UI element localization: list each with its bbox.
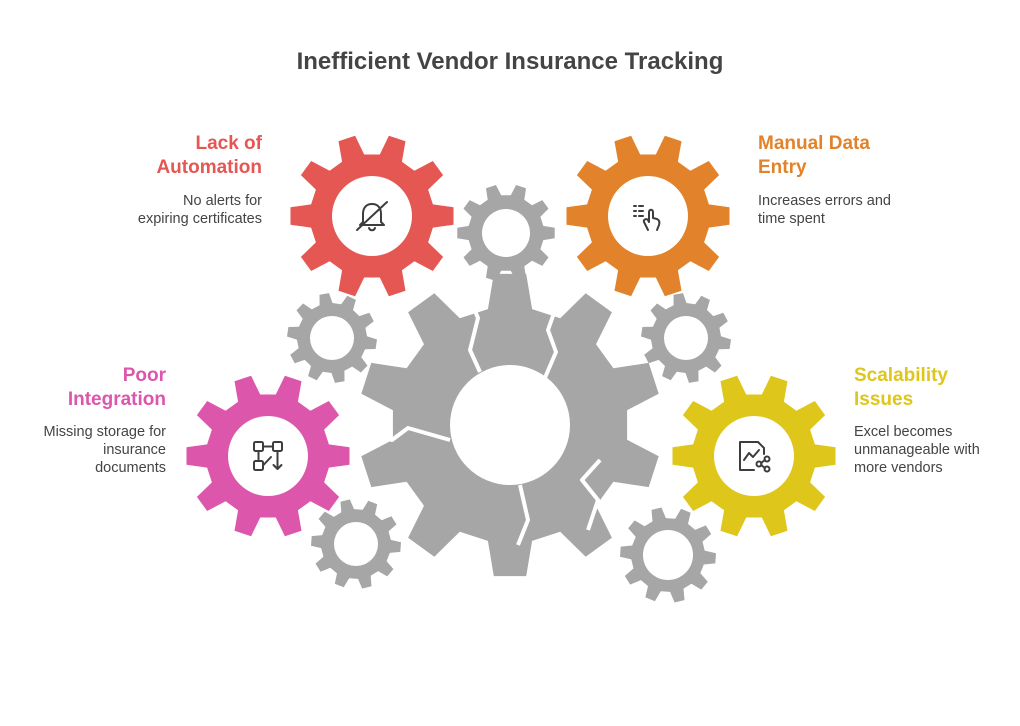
lack-of-automation-heading-line-1: Lack of	[195, 133, 262, 154]
scalability-issues-desc-line-2: unmanageable with	[854, 442, 980, 458]
scalability-issues-desc-line-3: more vendors	[854, 460, 943, 476]
scalability-issues-heading-line-2: Issues	[854, 389, 914, 410]
small-gear-bottom-left-hole	[334, 522, 378, 566]
lack-of-automation-heading: Lack of Automation	[156, 132, 262, 180]
pointer-list-icon	[633, 205, 661, 231]
central-gear-hole	[450, 365, 570, 485]
workflow-icon	[253, 441, 283, 471]
poor-integration-desc-line-2: insurance	[103, 442, 166, 458]
lack-of-automation-desc-line-1: No alerts for	[183, 193, 262, 209]
central-gear	[361, 273, 659, 577]
manual-data-entry-heading: Manual Data Entry	[758, 132, 870, 180]
lack-of-automation-description: No alerts for expiring certificates	[138, 192, 262, 228]
scalability-issues-desc-line-1: Excel becomes	[854, 424, 953, 440]
small-gear-bottom-left	[311, 499, 401, 589]
small-gear-bottom-right-hole	[643, 530, 693, 580]
page-title: Inefficient Vendor Insurance Tracking	[296, 48, 724, 75]
small-gear-top	[457, 185, 555, 281]
poor-integration-desc-line-1: Missing storage for	[43, 424, 167, 440]
manual-data-entry-heading-line-1: Manual Data	[758, 133, 870, 154]
chart-share-icon	[739, 441, 771, 473]
manual-data-entry-heading-line-2: Entry	[758, 157, 807, 178]
bell-off-icon	[356, 201, 388, 232]
small-gear-right-hole	[664, 316, 708, 360]
poor-integration-heading-line-2: Integration	[67, 389, 166, 410]
scalability-issues-heading: Scalability Issues	[854, 364, 948, 412]
small-gear-right	[641, 293, 731, 383]
poor-integration-heading: Poor Integration	[68, 364, 166, 412]
integration-gear	[186, 375, 350, 537]
small-gear-top-hole	[482, 209, 530, 257]
integration-gear-hole	[228, 416, 308, 496]
manual-data-entry-desc-line-2: time spent	[758, 211, 825, 227]
manual-data-entry-desc-line-1: Increases errors and	[758, 193, 891, 209]
manual-data-entry-description: Increases errors and time spent	[758, 192, 891, 228]
poor-integration-desc-line-3: documents	[95, 460, 166, 476]
scalability-issues-description: Excel becomes unmanageable with more ven…	[854, 423, 980, 477]
small-gear-bottom-right	[620, 507, 716, 603]
poor-integration-heading-line-1: Poor	[122, 365, 166, 386]
lack-of-automation-desc-line-2: expiring certificates	[137, 211, 262, 227]
lack-of-automation-heading-line-2: Automation	[156, 157, 262, 178]
small-gear-left-hole	[310, 316, 354, 360]
central-gear-cracks	[359, 289, 602, 546]
scalability-issues-heading-line-1: Scalability	[854, 365, 948, 386]
poor-integration-description: Missing storage for insurance documents	[44, 423, 167, 477]
small-gear-left	[287, 293, 377, 383]
